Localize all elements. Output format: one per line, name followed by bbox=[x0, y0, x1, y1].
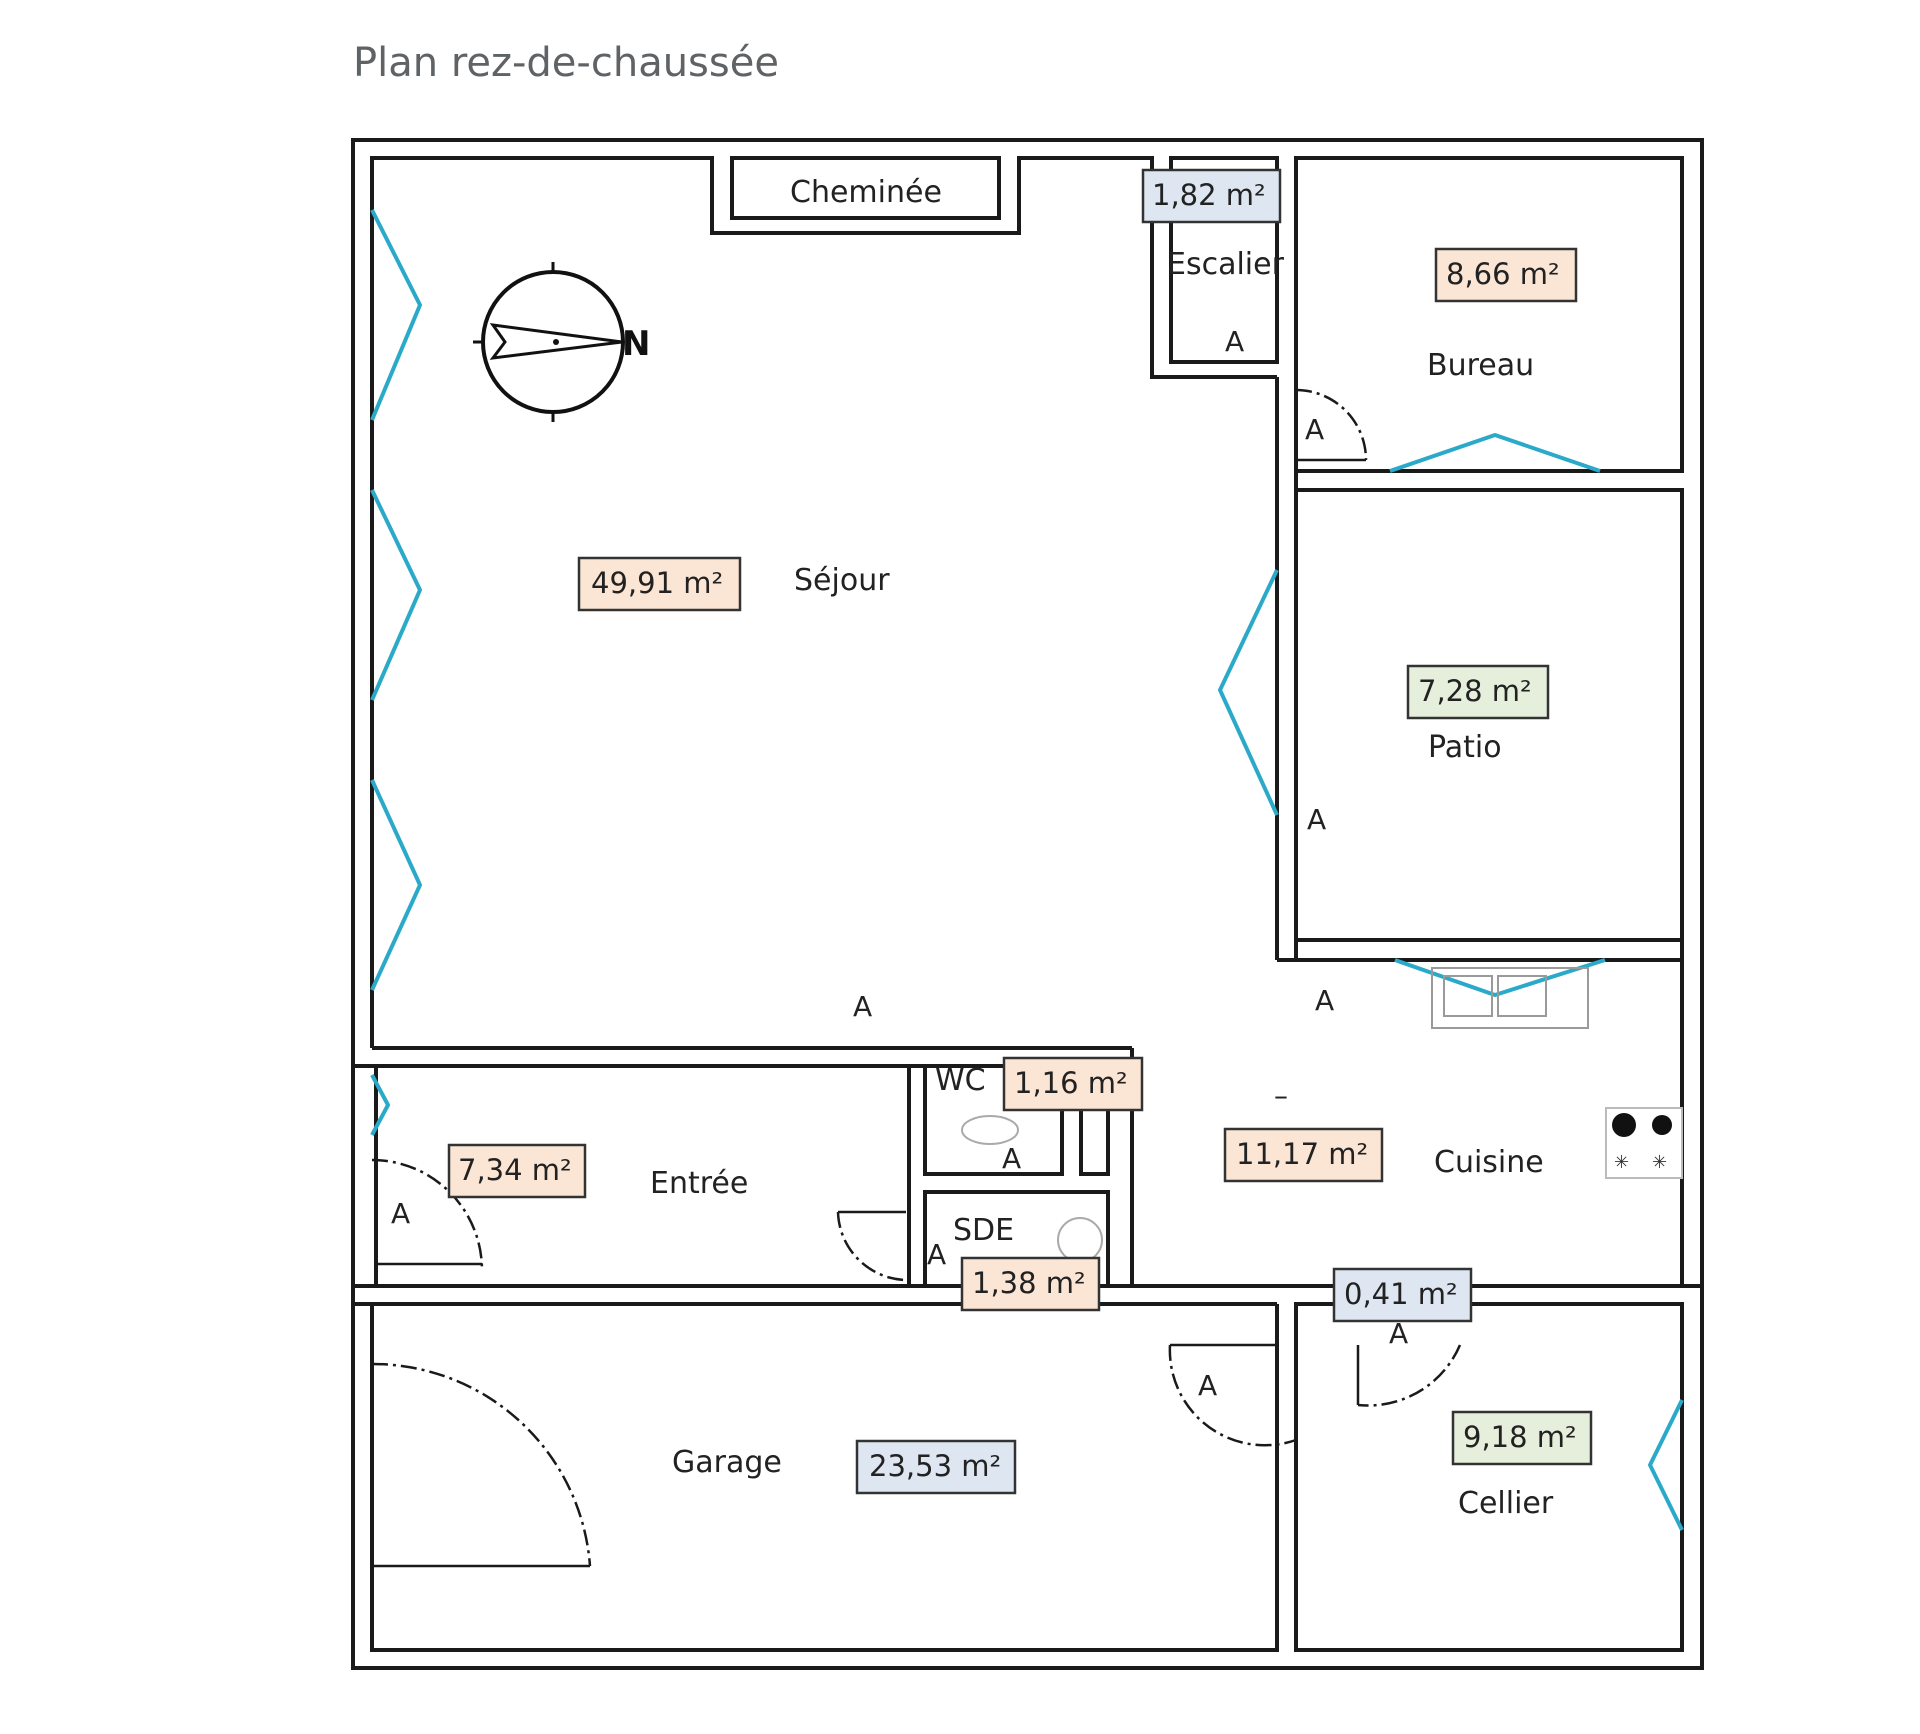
garage-cellier-door bbox=[1168, 1344, 1297, 1447]
garage-door bbox=[371, 1362, 592, 1567]
patio-window bbox=[1218, 569, 1279, 816]
area-tag-sde: 1,38 m² bbox=[960, 1256, 1101, 1312]
label-cheminee: Cheminée bbox=[790, 175, 942, 210]
area-tag-wc: 1,16 m² bbox=[1002, 1056, 1144, 1112]
cellier-window bbox=[1648, 1399, 1684, 1531]
sejour-window-2 bbox=[370, 489, 422, 701]
area-tag-patio: 7,28 m² bbox=[1406, 664, 1550, 720]
area-cellier: 9,18 m² bbox=[1463, 1420, 1577, 1454]
label-escalier: Escalier bbox=[1167, 247, 1285, 282]
label-cellier: Cellier bbox=[1458, 1486, 1554, 1521]
a-mark: A bbox=[1002, 1142, 1021, 1175]
a-mark: A bbox=[927, 1238, 946, 1271]
area-wc: 1,16 m² bbox=[1014, 1066, 1128, 1100]
area-sejour: 49,91 m² bbox=[591, 566, 723, 600]
label-sejour: Séjour bbox=[794, 563, 890, 598]
area-bureau: 8,66 m² bbox=[1446, 257, 1560, 291]
label-garage: Garage bbox=[672, 1445, 782, 1480]
area-patio: 7,28 m² bbox=[1418, 674, 1532, 708]
cellier-door bbox=[1357, 1344, 1462, 1407]
area-sde: 1,38 m² bbox=[972, 1266, 1086, 1300]
area-tag-entree: 7,34 m² bbox=[447, 1143, 587, 1199]
label-entree: Entrée bbox=[650, 1166, 748, 1201]
entree-window bbox=[370, 1074, 390, 1136]
entree-door bbox=[371, 1158, 484, 1271]
a-mark: A bbox=[1305, 413, 1324, 446]
area-tag-bureau: 8,66 m² bbox=[1434, 247, 1578, 303]
kitchen-sink bbox=[1431, 967, 1589, 1029]
label-cuisine: Cuisine bbox=[1434, 1145, 1544, 1180]
a-mark: A bbox=[1225, 325, 1244, 358]
label-bureau: Bureau bbox=[1427, 348, 1534, 383]
washbasin bbox=[1057, 1217, 1103, 1263]
area-tag-sejour: 49,91 m² bbox=[577, 556, 742, 612]
a-mark: A bbox=[1307, 803, 1326, 836]
toilet bbox=[961, 1115, 1019, 1145]
area-garage: 23,53 m² bbox=[869, 1449, 1001, 1483]
area-escalier: 1,82 m² bbox=[1152, 178, 1266, 212]
bureau-door bbox=[1295, 388, 1368, 461]
area-degagement: 0,41 m² bbox=[1344, 1277, 1458, 1311]
svg-text:✳: ✳ bbox=[1652, 1152, 1667, 1173]
sejour-window-3 bbox=[370, 779, 422, 991]
bureau-window bbox=[1389, 433, 1601, 473]
area-entree: 7,34 m² bbox=[458, 1153, 572, 1187]
patio-kitchen-window bbox=[1394, 958, 1606, 997]
label-sde: SDE bbox=[953, 1213, 1014, 1248]
svg-text:✳: ✳ bbox=[1614, 1152, 1629, 1173]
cooktop: ✳ ✳ bbox=[1605, 1107, 1683, 1179]
a-marks: A A A A A A A A A A – bbox=[391, 325, 1408, 1402]
windows bbox=[370, 209, 1684, 1531]
label-wc: WC bbox=[935, 1063, 986, 1098]
area-tags: 1,82 m² 8,66 m² 49,91 m² 7,28 m² 1,16 m²… bbox=[447, 168, 1593, 1495]
entree-inner-door bbox=[836, 1211, 907, 1282]
dash-mark: – bbox=[1274, 1079, 1288, 1112]
a-mark: A bbox=[1315, 984, 1334, 1017]
area-tag-degagement: 0,41 m² bbox=[1332, 1267, 1473, 1323]
a-mark: A bbox=[1389, 1317, 1408, 1350]
area-tag-garage: 23,53 m² bbox=[855, 1439, 1017, 1495]
a-mark: A bbox=[1198, 1369, 1217, 1402]
area-tag-cuisine: 11,17 m² bbox=[1223, 1127, 1384, 1183]
sejour-window-1 bbox=[370, 209, 422, 421]
area-tag-escalier: 1,82 m² bbox=[1141, 168, 1282, 224]
fixtures: ✳ ✳ bbox=[961, 967, 1683, 1263]
plan-title: Plan rez-de-chaussée bbox=[353, 40, 779, 86]
compass-icon: N bbox=[473, 262, 650, 422]
room-labels: Cheminée Escalier Bureau Séjour Patio WC… bbox=[650, 175, 1554, 1521]
label-patio: Patio bbox=[1428, 730, 1502, 765]
area-cuisine: 11,17 m² bbox=[1236, 1137, 1368, 1171]
area-tag-cellier: 9,18 m² bbox=[1451, 1410, 1593, 1466]
compass-north-label: N bbox=[622, 324, 650, 364]
a-mark: A bbox=[391, 1197, 410, 1230]
doors bbox=[371, 388, 1462, 1568]
a-mark: A bbox=[853, 990, 872, 1023]
